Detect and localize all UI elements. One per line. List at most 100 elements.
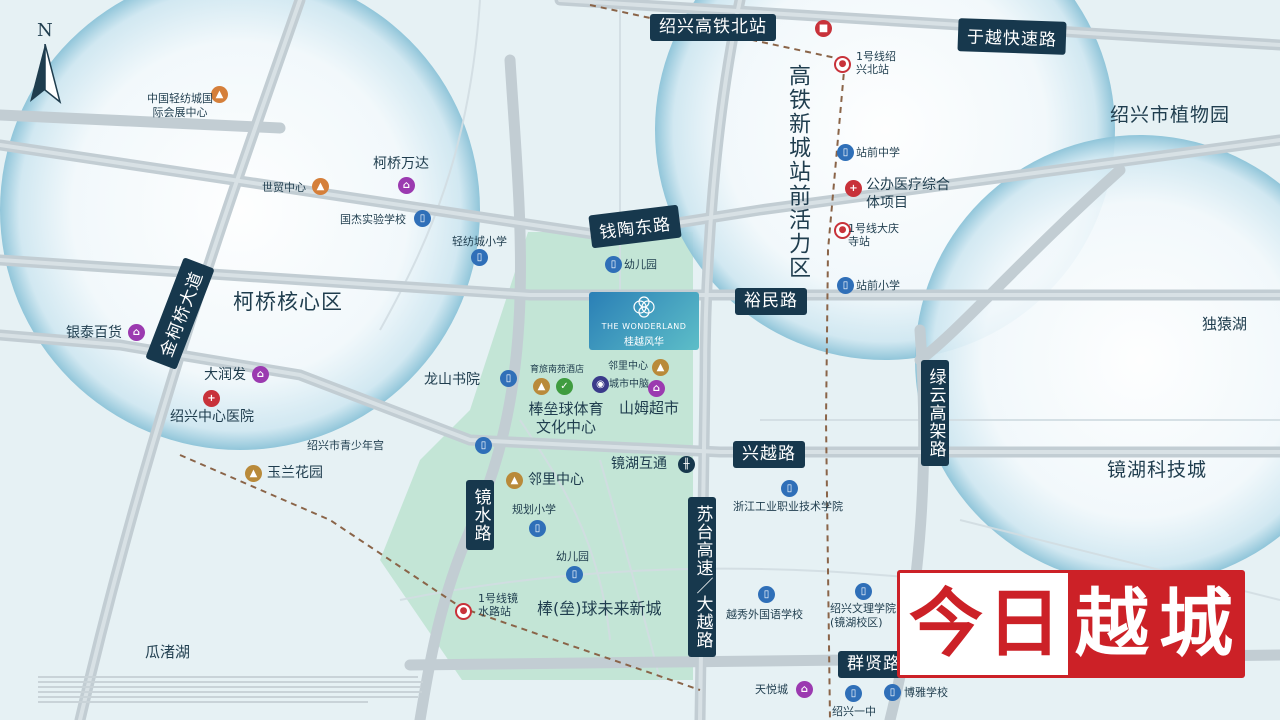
north-arrow-icon xyxy=(30,44,62,104)
station-metro1-daqing: 1号线大庆寺站 xyxy=(848,222,899,248)
poi-keqiao-wanda: 柯桥万达 xyxy=(373,156,429,172)
book-icon: ▯ xyxy=(845,685,862,702)
book-icon: ▯ xyxy=(471,249,488,266)
poi-shaoxing-no1: 绍兴一中 xyxy=(832,705,876,718)
road-tag-xingyue: 兴越路 xyxy=(733,441,805,468)
poi-textile-expo: 中国轻纺城国际会展中心 xyxy=(147,92,213,119)
cross-icon: + xyxy=(845,180,862,197)
station-tag-north-rail: 绍兴高铁北站 xyxy=(650,14,776,41)
poi-sams: 山姆超市 xyxy=(619,399,680,417)
cross-icon: + xyxy=(203,390,220,407)
poi-central-hospital: 绍兴中心医院 xyxy=(170,409,254,425)
station-metro1-north: 1号线绍兴北站 xyxy=(856,50,896,76)
district-keqiao-core: 柯桥核心区 xyxy=(233,290,343,314)
poi-tianyue-city: 天悦城 xyxy=(755,683,788,696)
watermark-stamp: 今 日 越 城 xyxy=(897,570,1245,678)
poi-yulan-garden: 玉兰花园 xyxy=(267,465,323,481)
station-metro1-jingshui: 1号线镜水路站 xyxy=(478,592,518,618)
leaf-icon: ✓ xyxy=(556,378,573,395)
project-name-cn: 桂越风华 xyxy=(624,337,664,348)
poi-neighbor-center-a: 邻里中心 xyxy=(608,361,648,372)
book-icon: ▯ xyxy=(605,256,622,273)
book-icon: ▯ xyxy=(837,144,854,161)
poi-youth-palace: 绍兴市青少年宫 xyxy=(307,439,384,452)
poi-sports-center: 棒垒球体育文化中心 xyxy=(528,400,604,436)
district-botanical: 绍兴市植物园 xyxy=(1110,104,1231,126)
poi-boyi-school: 博雅学校 xyxy=(904,686,948,699)
poi-yintai: 银泰百货 xyxy=(66,325,122,341)
book-icon: ▯ xyxy=(855,583,872,600)
poi-wenli-college: 绍兴文理学院(镜湖校区) xyxy=(830,602,896,629)
poi-guojie-school: 国杰实验学校 xyxy=(340,213,406,226)
flower-logo-icon xyxy=(633,296,655,318)
watermark-char-4: 城 xyxy=(1159,581,1233,667)
cart-icon: ⌂ xyxy=(398,177,415,194)
book-icon: ▯ xyxy=(566,566,583,583)
book-icon: ▯ xyxy=(781,480,798,497)
north-label: N xyxy=(37,20,53,41)
district-bangqiu-newcity: 棒(垒)球未来新城 xyxy=(537,599,662,618)
cart-icon: ⌂ xyxy=(648,380,665,397)
poi-zj-industry-college: 浙江工业职业技术学院 xyxy=(733,500,843,513)
train-icon: ■ xyxy=(815,20,832,37)
building-icon: ▲ xyxy=(652,359,669,376)
poi-yuexiu-foreign: 越秀外国语学校 xyxy=(726,608,803,621)
poi-guanyuan-hotel: 育旅南苑酒店 xyxy=(530,365,585,375)
book-icon: ▯ xyxy=(837,277,854,294)
watermark-char-1: 今 xyxy=(909,581,983,667)
building-icon: ▲ xyxy=(312,178,329,195)
building-icon: ▲ xyxy=(533,378,550,395)
poi-qingfang-primary: 轻纺城小学 xyxy=(452,235,507,248)
poi-world-trade: 世贸中心 xyxy=(262,181,306,194)
road-tag-lvyun: 绿云高架路 xyxy=(921,360,949,466)
book-icon: ▯ xyxy=(500,370,517,387)
cart-icon: ⌂ xyxy=(796,681,813,698)
rail-line-1 xyxy=(589,4,847,720)
road-tag-yuyue: 于越快速路 xyxy=(957,18,1067,55)
road-tag-yumin: 裕民路 xyxy=(735,288,807,315)
district-gaotie-vertical: 高铁新城站前活力区 xyxy=(785,64,810,280)
poi-planned-primary: 规划小学 xyxy=(512,503,556,516)
poi-neighbor-center-b: 邻里中心 xyxy=(528,472,584,488)
poi-jinghu-interchange: 镜湖互通 xyxy=(611,456,667,472)
district-guazhuhu: 瓜渚湖 xyxy=(145,643,191,661)
poi-kindergarten-a: 幼儿园 xyxy=(624,258,657,271)
poi-city-brain: 城市中脑 xyxy=(609,379,649,390)
book-icon: ▯ xyxy=(414,210,431,227)
bubble-jinghu xyxy=(915,135,1280,585)
road-tag-sutai: 苏台高速／大越路 xyxy=(688,497,716,657)
fine-print-disclaimer xyxy=(38,676,423,716)
building-icon: ▲ xyxy=(506,472,523,489)
book-icon: ▯ xyxy=(529,520,546,537)
cart-icon: ⌂ xyxy=(128,324,145,341)
poi-kindergarten-b: 幼儿园 xyxy=(556,550,589,563)
district-ducaohu: 独猿湖 xyxy=(1202,315,1248,333)
watermark-char-2: 日 xyxy=(987,581,1061,667)
poi-zhanqian-primary: 站前小学 xyxy=(856,279,900,292)
district-jinghu-tech: 镜湖科技城 xyxy=(1107,459,1208,481)
bubble-keqiao xyxy=(0,0,480,450)
cart-icon: ⌂ xyxy=(252,366,269,383)
building-icon: ▲ xyxy=(245,465,262,482)
poi-darunfa: 大润发 xyxy=(204,367,246,383)
project-logo[interactable]: THE WONDERLAND 桂越风华 xyxy=(589,292,699,350)
road-tag-jingshui: 镜水路 xyxy=(466,480,494,550)
project-name-en: THE WONDERLAND xyxy=(601,322,687,331)
metro-icon: ● xyxy=(834,56,851,73)
poi-zhanqian-middle: 站前中学 xyxy=(856,146,900,159)
metro-icon: ● xyxy=(455,603,472,620)
metro-icon: ● xyxy=(834,222,851,239)
interchange-icon: ╫ xyxy=(678,456,695,473)
poi-longshan-academy: 龙山书院 xyxy=(424,372,480,388)
book-icon: ▯ xyxy=(475,437,492,454)
building-icon: ▲ xyxy=(211,86,228,103)
rail-line-2 xyxy=(179,454,701,691)
book-icon: ▯ xyxy=(884,684,901,701)
book-icon: ▯ xyxy=(758,586,775,603)
brain-icon: ◉ xyxy=(592,376,609,393)
poi-public-medical: 公办医疗综合体项目 xyxy=(866,177,950,211)
watermark-char-3: 越 xyxy=(1075,581,1149,667)
north-arrow: N xyxy=(27,22,63,104)
